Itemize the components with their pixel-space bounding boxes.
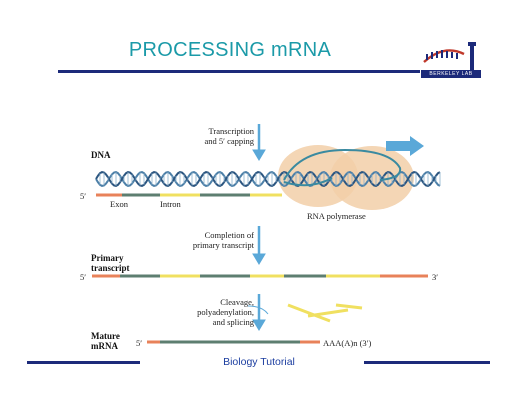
step1-label: Transcription and 5′ capping	[204, 126, 254, 146]
step2-label: Completion of primary transcript	[192, 230, 254, 250]
excised-introns	[287, 303, 363, 323]
primary-five-prime-label: 5′	[80, 272, 87, 282]
primary-transcript-label: Primary transcript	[91, 253, 130, 273]
primary-three-prime-label: 3′	[432, 272, 439, 282]
page-title: PROCESSING mRNA	[128, 39, 332, 61]
dna-five-prime-label: 5′	[80, 191, 87, 201]
exon-label: Exon	[110, 199, 128, 209]
direction-arrow	[386, 136, 424, 156]
dna-label: DNA	[91, 150, 111, 160]
step2-arrowhead	[252, 253, 266, 265]
title-underline	[58, 70, 420, 73]
logo-text: BERKELEY LAB	[421, 70, 481, 78]
step3-label: Cleavage, polyadenylation, and splicing	[197, 297, 254, 327]
berkeley-lab-logo	[420, 40, 484, 78]
mature-five-prime-label: 5′	[136, 338, 143, 348]
step1-arrowhead	[252, 149, 266, 161]
footer-rule-right	[364, 361, 490, 364]
step3-arrowhead	[252, 319, 266, 331]
poly-a-tail-label: AAA(A)n (3′)	[323, 338, 372, 348]
nascent-rna-strand	[283, 148, 402, 181]
mature-mrna-label: Mature mRNA	[91, 331, 120, 351]
rna-polymerase-label: RNA polymerase	[307, 211, 366, 221]
footer-text: Biology Tutorial	[223, 356, 295, 368]
intron-label: Intron	[160, 199, 181, 209]
footer-rule-left	[27, 361, 140, 364]
